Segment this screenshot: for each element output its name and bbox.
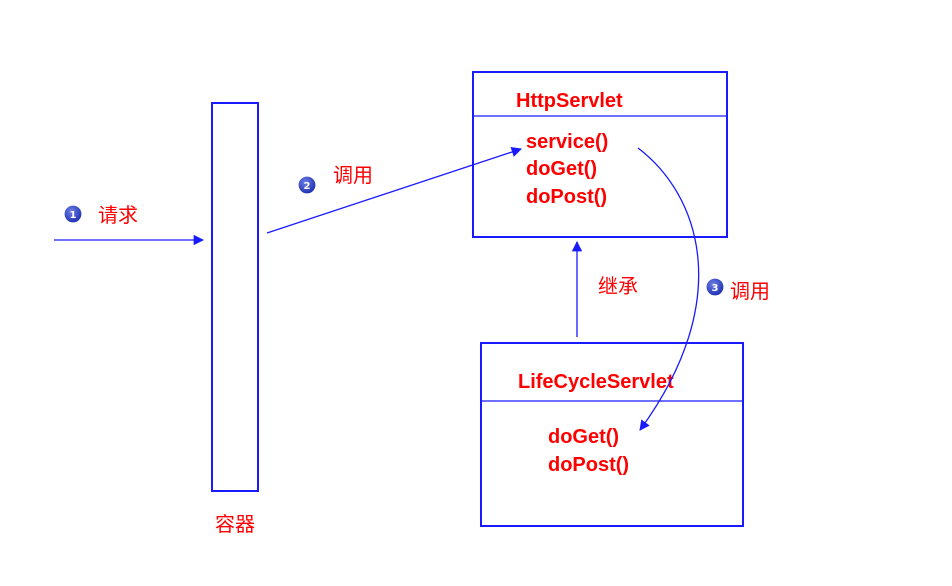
svg-text:1: 1 [70,210,77,221]
step-1-badge: 1 [63,204,83,224]
http-servlet-method: doGet() [526,158,597,180]
svg-text:3: 3 [712,283,719,294]
step-3-badge: 3 [705,277,725,297]
call-service-arrow [266,147,522,234]
lifecycle-servlet-method: doGet() [548,426,619,448]
lifecycle-servlet-title: LifeCycleServlet [518,371,674,393]
http-servlet-method: service() [526,131,608,153]
step-1-label: 请求 [98,203,138,227]
http-servlet-title: HttpServlet [516,90,623,112]
inherit-label: 继承 [598,274,638,298]
lifecycle-servlet-class: LifeCycleServlet doGet() doPost() [480,342,744,527]
container-box [211,102,259,492]
lifecycle-servlet-method: doPost() [548,454,629,476]
step-2-label: 调用 [333,163,373,187]
container-label: 容器 [215,512,255,536]
svg-text:2: 2 [304,181,311,192]
step-3-label: 调用 [730,279,770,303]
http-servlet-method: doPost() [526,186,607,208]
call-doget-arrow [637,147,700,431]
http-servlet-class: HttpServlet service() doGet() doPost() [472,71,728,238]
step-2-badge: 2 [297,175,317,195]
